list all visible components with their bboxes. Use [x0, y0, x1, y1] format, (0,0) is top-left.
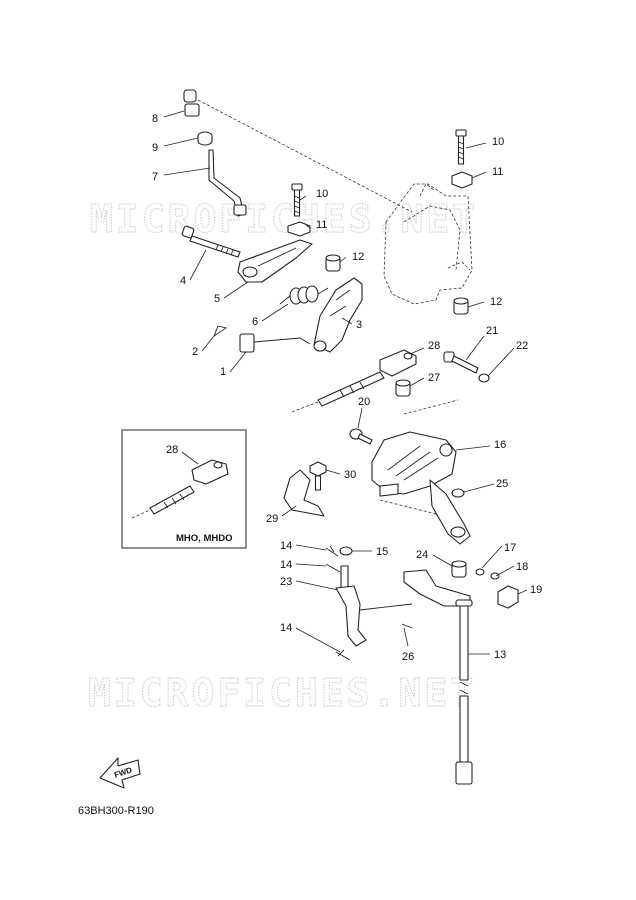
- callout-8: 8: [152, 113, 158, 125]
- part-18-washer: [490, 572, 500, 580]
- part-23-shift-arm: [335, 565, 413, 647]
- callout-28: 28: [428, 340, 440, 352]
- callout-20: 20: [358, 396, 370, 408]
- part-8-clip: [183, 89, 200, 117]
- part-24-collar: [451, 560, 467, 578]
- part-10-screw-left: [291, 183, 303, 217]
- part-10-screw-right: [455, 129, 467, 165]
- callout-6: 6: [252, 316, 258, 328]
- watermark-top: MICROFICHES.NET: [90, 197, 478, 241]
- callout-4: 4: [180, 275, 186, 287]
- guide-line-mid-2: [379, 499, 461, 521]
- fwd-arrow-icon: FWD: [99, 757, 141, 789]
- callout-14-a: 14: [280, 540, 292, 552]
- callout-2: 2: [192, 346, 198, 358]
- reference-code: 63BH300-R190: [78, 805, 154, 817]
- callout-3: 3: [356, 319, 362, 331]
- callout-16: 16: [494, 439, 506, 451]
- part-25-washer: [451, 488, 465, 498]
- part-12-bushing-left: [325, 254, 341, 272]
- callout-27: 27: [428, 372, 440, 384]
- part-29-clamp: [283, 469, 325, 517]
- leader-lines: [163, 110, 528, 655]
- callout-18: 18: [516, 561, 528, 573]
- callout-21: 21: [486, 325, 498, 337]
- part-4-bolt: [181, 225, 241, 258]
- callout-15: 15: [376, 546, 388, 558]
- callout-24: 24: [416, 549, 428, 561]
- part-14-pin-b: [325, 563, 341, 573]
- part-9-collar: [197, 131, 213, 146]
- callout-9: 9: [152, 142, 158, 154]
- callout-10-left: 10: [316, 188, 328, 200]
- callout-14-b: 14: [280, 559, 292, 571]
- part-14-pin-a: [325, 545, 339, 557]
- part-15-washer: [339, 546, 353, 556]
- part-6-spring: [279, 285, 329, 305]
- callout-7: 7: [152, 171, 158, 183]
- part-19-cap-nut: [497, 585, 519, 609]
- bracket-housing: [383, 183, 473, 305]
- callout-12-right: 12: [490, 296, 502, 308]
- part-13-shift-rod: [455, 599, 473, 785]
- part-21-bolt: [443, 351, 479, 374]
- part-17-washer: [475, 568, 485, 576]
- part-28-cable-end: [379, 349, 417, 377]
- part-2-pin: [213, 325, 228, 338]
- callout-22: 22: [516, 340, 528, 352]
- callout-10-right: 10: [492, 136, 504, 148]
- watermark-bottom: MICROFICHES.NET: [88, 671, 476, 715]
- callout-29: 29: [266, 513, 278, 525]
- callout-17: 17: [504, 542, 516, 554]
- part-1-joint: [239, 333, 311, 353]
- callout-25: 25: [496, 478, 508, 490]
- guide-line-mid: [403, 399, 459, 415]
- part-22-washer: [478, 373, 490, 383]
- callout-1: 1: [220, 366, 226, 378]
- part-11-nut-left: [287, 221, 311, 237]
- callout-26: 26: [402, 651, 414, 663]
- part-27-collar: [395, 379, 411, 397]
- part-16-shift-lever: [371, 431, 471, 545]
- callout-23: 23: [280, 576, 292, 588]
- callout-11-left: 11: [316, 219, 327, 231]
- inset-callout-28: 28: [166, 444, 178, 456]
- throttle-cable: [291, 371, 385, 413]
- callout-14-c: 14: [280, 622, 292, 634]
- part-12-bushing-right: [453, 297, 469, 315]
- callout-5: 5: [214, 293, 220, 305]
- part-30-bolt: [309, 461, 327, 491]
- callout-19: 19: [530, 584, 542, 596]
- inset-box: 28 MHO, MHDO: [121, 429, 247, 549]
- part-5-lever: [237, 239, 313, 283]
- inset-model-label: MHO, MHDO: [176, 533, 232, 544]
- part-11-nut-right: [451, 171, 473, 189]
- part-7-throttle-rod: [208, 149, 247, 217]
- part-3-throttle-cam: [313, 277, 363, 353]
- callout-12-left: 12: [352, 251, 364, 263]
- part-14-pin-c: [335, 649, 351, 661]
- callout-13: 13: [494, 649, 506, 661]
- callout-11-right: 11: [492, 166, 503, 178]
- part-20-screw: [349, 428, 373, 445]
- callout-labels: 8 9 7 10 10 11 11 12 12 4 5 6 3 2 1 28 2…: [152, 113, 542, 663]
- guide-line: [197, 99, 413, 213]
- callout-30: 30: [344, 469, 356, 481]
